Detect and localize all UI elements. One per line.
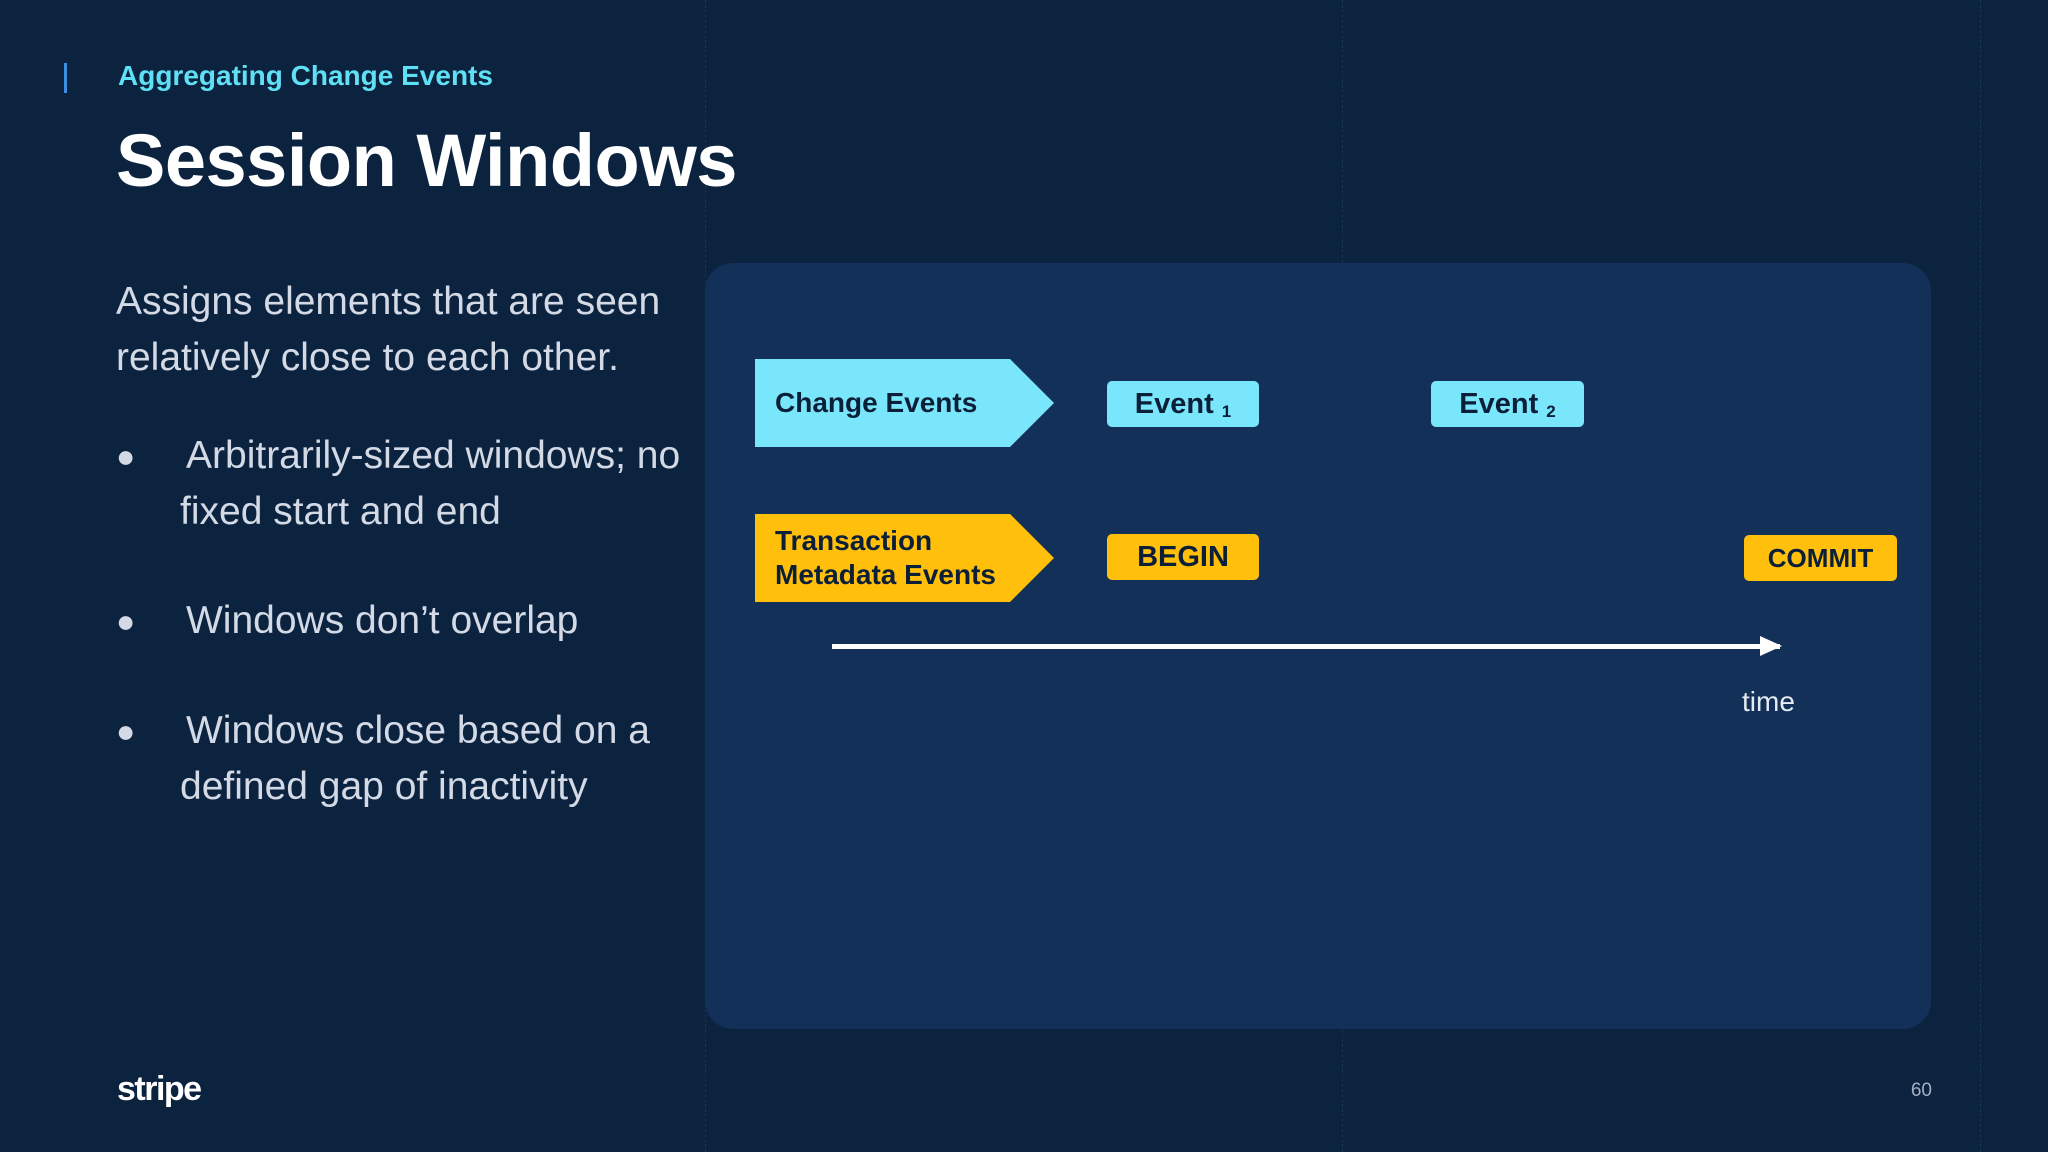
bullet-dot: ● <box>116 713 136 749</box>
bullet-item: ● Windows close based on a defined gap o… <box>116 703 696 815</box>
event-2-subscript: 2 <box>1546 402 1556 421</box>
bullet-dot: ● <box>116 603 136 639</box>
page-number: 60 <box>1910 1080 1932 1101</box>
commit-chip: COMMIT <box>1744 535 1897 581</box>
event-2-name: Event <box>1459 387 1539 420</box>
eyebrow-accent-bar <box>64 63 67 93</box>
event-1-subscript: 1 <box>1221 402 1232 421</box>
begin-chip: BEGIN <box>1107 534 1259 580</box>
event-1-chip: Event 1 <box>1107 381 1259 427</box>
bullet-dot: ● <box>116 438 136 474</box>
bullet-text: Windows close based on a defined gap of … <box>180 709 650 808</box>
bullet-text: Windows don’t overlap <box>186 599 579 642</box>
time-axis <box>832 644 1780 649</box>
transaction-metadata-row-label: Transaction Metadata Events <box>755 514 1054 602</box>
eyebrow: Aggregating Change Events <box>118 60 493 91</box>
intro-text: Assigns elements that are seen relativel… <box>116 280 661 379</box>
event-1-name: Event <box>1134 387 1214 420</box>
bullet-text: Arbitrarily-sized windows; no fixed star… <box>180 434 681 533</box>
event-2-chip: Event 2 <box>1431 381 1584 427</box>
slide-title: Session Windows <box>116 119 737 202</box>
bullet-item: ● Windows don’t overlap <box>116 593 696 649</box>
time-axis-arrowhead <box>1760 636 1782 656</box>
time-axis-label: time <box>1742 686 1795 717</box>
change-events-row-label: Change Events <box>755 359 1054 447</box>
stripe-logo: stripe <box>117 1070 202 1108</box>
guide-line <box>1980 0 1981 1152</box>
bullet-item: ● Arbitrarily-sized windows; no fixed st… <box>116 428 696 540</box>
